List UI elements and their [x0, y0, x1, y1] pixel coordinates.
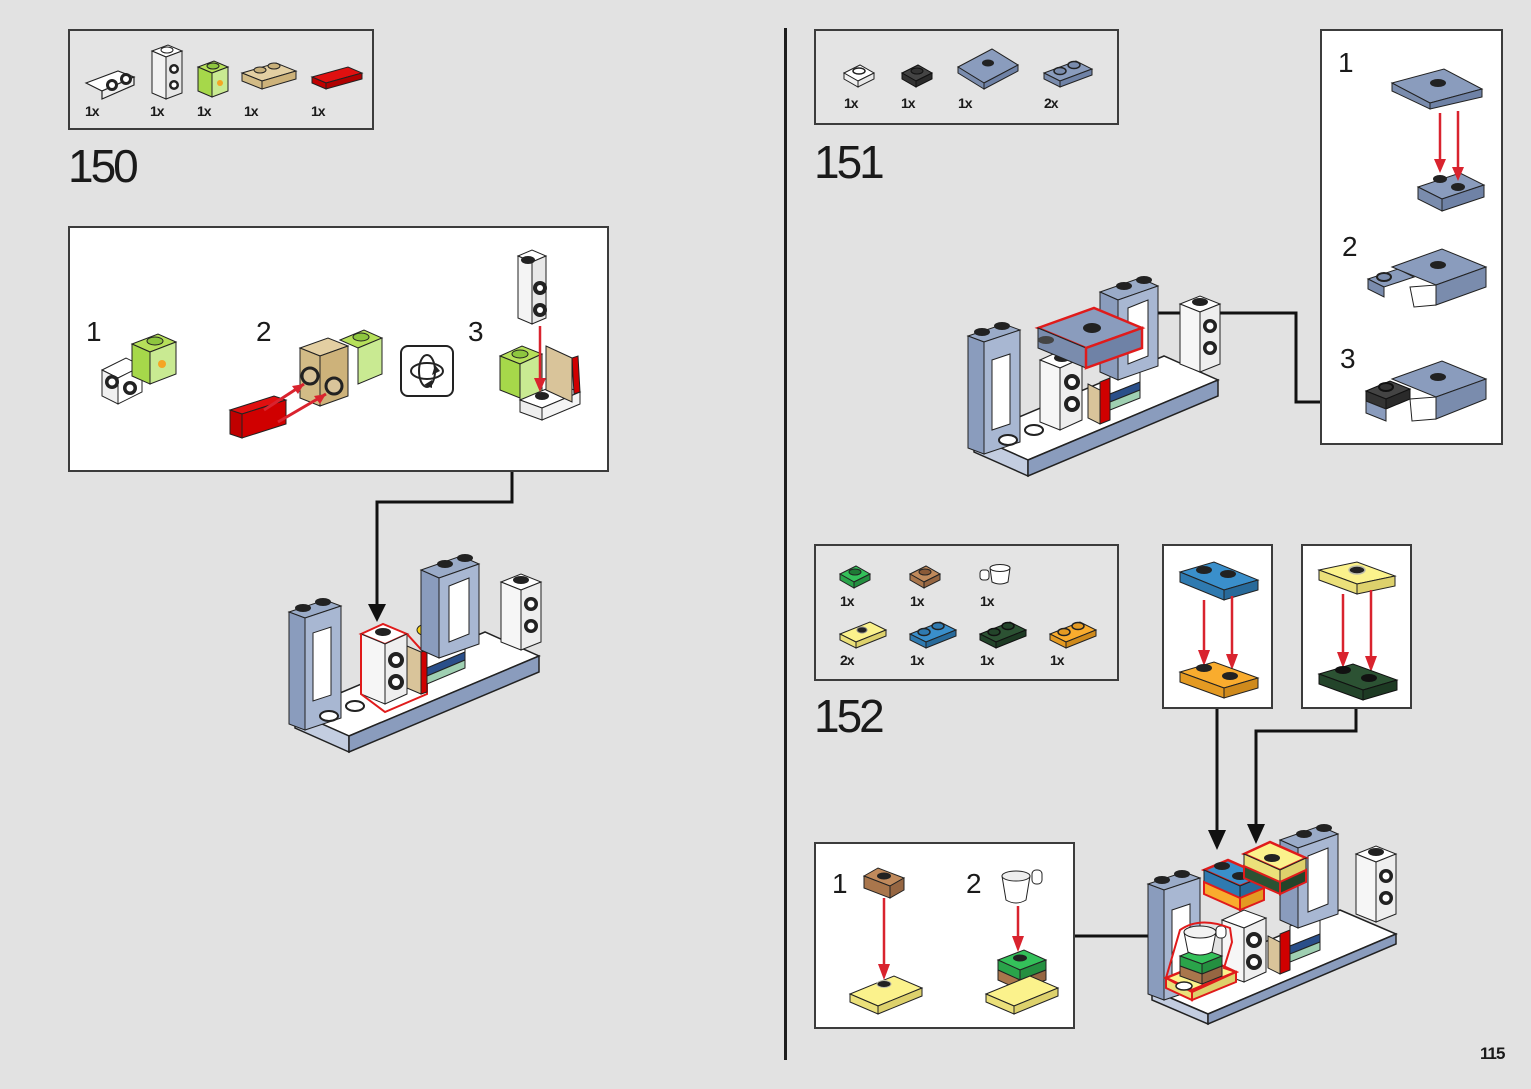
sand-blue-1x2-plate-part [1042, 60, 1094, 88]
white-cup-part [979, 564, 1011, 585]
substep-number: 2 [966, 868, 982, 899]
step-152-main-model [1146, 824, 1398, 1026]
step-150-subassembly-callout: 1 2 3 [68, 226, 609, 472]
blue-1x2-plate-part [908, 621, 958, 649]
sand-blue-jumper-plate-part [956, 48, 1020, 90]
step-152-blue-orange-callout [1162, 544, 1273, 709]
part-qty: 1x [311, 103, 326, 119]
white-bracket-part [84, 70, 136, 100]
substep-number: 1 [86, 316, 102, 347]
substep-2-assembly [228, 329, 384, 439]
substep-3-assembly [1364, 360, 1488, 422]
part-qty: 1x [980, 652, 995, 668]
part-qty: 1x [244, 103, 259, 119]
part-qty: 1x [910, 593, 925, 609]
black-1x1-plate-part [900, 64, 934, 88]
substep-number: 2 [256, 316, 272, 347]
orange-1x2-plate-part [1048, 621, 1098, 649]
substep-1-assembly [1390, 68, 1486, 212]
tan-rail-plate-part [240, 62, 298, 90]
lime-1x1-brick-part [196, 60, 230, 98]
step-152-yellow-darkgreen-callout [1301, 544, 1412, 709]
step-152-cup-callout: 1 2 [814, 842, 1075, 1029]
page-number: 115 [1480, 1044, 1505, 1063]
dark-green-1x2-plate-part [978, 621, 1028, 649]
part-qty: 1x [85, 103, 100, 119]
step-150-main-model [287, 554, 543, 754]
rotate-model-icon [400, 345, 454, 397]
part-qty: 1x [910, 652, 925, 668]
substep-number: 1 [1338, 47, 1354, 78]
substep-number: 3 [468, 316, 484, 347]
step-151-subassembly-callout: 1 2 3 [1320, 29, 1503, 445]
substep-3-assembly [498, 249, 582, 421]
yellow-jumper-plate-part [838, 621, 888, 649]
part-qty: 2x [1044, 95, 1059, 111]
substep-2-assembly [984, 869, 1060, 1015]
page-divider [784, 28, 787, 1060]
step-150-parts-list: 1x 1x 1x 1x 1x [68, 29, 374, 130]
green-1x1-plate-part [838, 565, 872, 589]
part-qty: 1x [1050, 652, 1065, 668]
step-number: 150 [68, 140, 139, 192]
substep-1-assembly [100, 333, 178, 405]
step-number: 152 [814, 690, 885, 742]
substep-1-assembly [848, 867, 924, 1015]
step-151-parts-list: 1x 1x 1x 2x [814, 29, 1119, 125]
step-152-parts-list: 1x 1x 1x 2x 1x 1x 1x [814, 544, 1119, 681]
substep-number: 1 [832, 868, 848, 899]
white-1x1-brick-part [150, 44, 184, 100]
substep-2-assembly [1366, 248, 1488, 308]
yellow-on-darkgreen-assembly [1317, 561, 1399, 701]
part-qty: 1x [844, 95, 859, 111]
step-number: 151 [814, 136, 885, 188]
part-qty: 1x [150, 103, 165, 119]
step-151-main-model [966, 276, 1222, 478]
red-tile-part [310, 66, 364, 90]
part-qty: 1x [958, 95, 973, 111]
part-qty: 1x [840, 593, 855, 609]
part-qty: 1x [901, 95, 916, 111]
white-1x1-plate-part [842, 64, 876, 88]
part-qty: 2x [840, 652, 855, 668]
nougat-1x1-plate-part [908, 565, 942, 589]
substep-number: 2 [1342, 231, 1358, 262]
part-qty: 1x [197, 103, 212, 119]
substep-number: 3 [1340, 343, 1356, 374]
blue-on-orange-assembly [1178, 561, 1260, 699]
part-qty: 1x [980, 593, 995, 609]
